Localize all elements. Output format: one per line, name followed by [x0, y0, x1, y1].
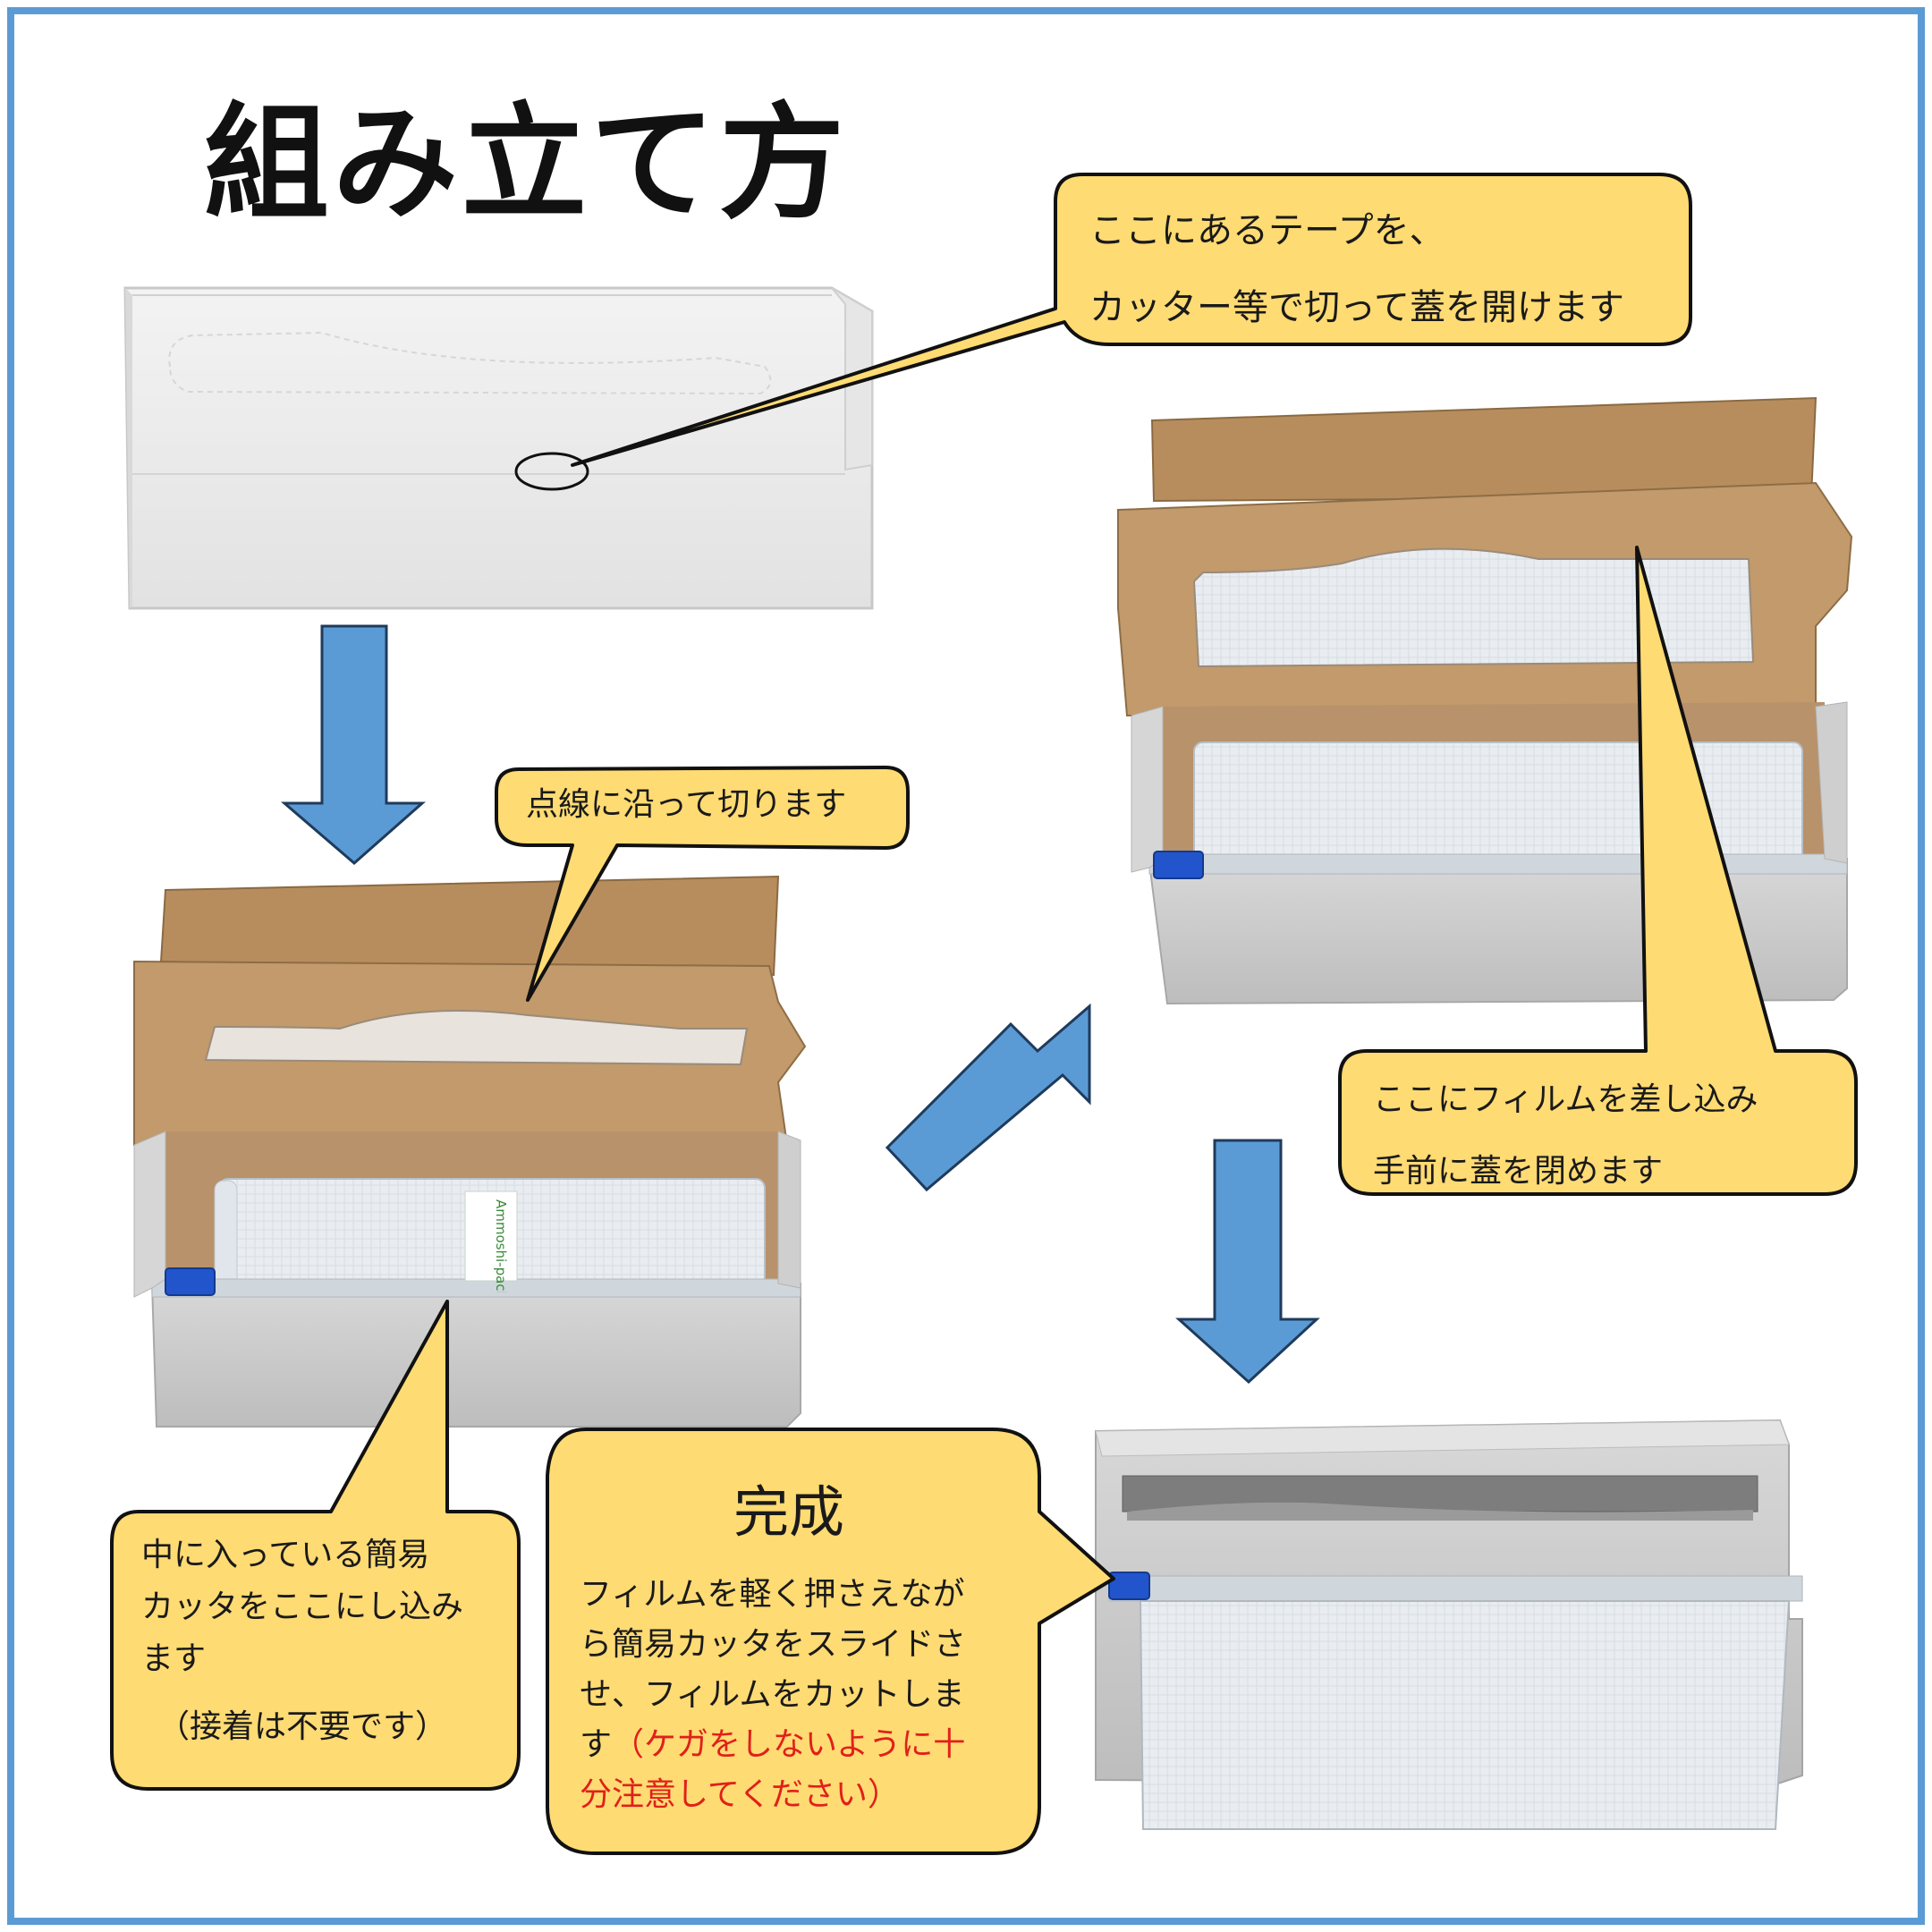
bubble-line: カッター等で切って蓋を開けます	[1089, 287, 1624, 328]
bubble-line: ここにあるテープを、	[1089, 210, 1445, 251]
bubble-line-mixed: す（ケガをしないように十	[580, 1720, 966, 1770]
page-frame	[7, 7, 1925, 1925]
bubble-line: ここにフィルムを差し込み	[1373, 1081, 1758, 1118]
bubble-complete-heading: 完成	[733, 1479, 845, 1545]
bubble-open-box	[571, 173, 1692, 467]
finished-box	[1095, 1419, 1803, 1830]
bubble-line: フィルムを軽く押さえなが	[580, 1576, 965, 1613]
bubble-line: ます	[141, 1640, 207, 1677]
bubble-complete	[546, 1428, 1115, 1855]
arrow-up-right	[885, 1003, 1091, 1192]
bubble-line: 点線に沿って切ります	[526, 786, 847, 823]
bubble-line-end: す	[580, 1726, 613, 1763]
bubble-complete-text: フィルムを軽く押さえなが ら簡易カッタをスライドさ せ、フィルムをカットしま す…	[580, 1570, 966, 1820]
bubble-line: ら簡易カッタをスライドさ	[580, 1626, 967, 1663]
bubble-insert-film-text: ここにフィルムを差し込み 手前に蓋を閉めます	[1373, 1064, 1758, 1208]
warning-text: （ケガをしないように十	[612, 1726, 966, 1763]
arrow-down-1	[280, 624, 426, 865]
bubble-attach-cutter-text: 中に入っている簡易 カッタをここにし込み ます （接着は不要です）	[141, 1530, 463, 1753]
roll-brand-text: Ammoshi-pack	[493, 1199, 509, 1292]
bubble-cut-line-text: 点線に沿って切ります	[526, 783, 846, 827]
bubble-line: カッタをここにし込み	[141, 1589, 464, 1625]
bubble-insert-film	[1338, 546, 1858, 1196]
warning-text: 分注意してください）	[580, 1776, 900, 1813]
arrow-down-2	[1175, 1139, 1320, 1385]
bubble-line: 中に入っている簡易	[141, 1537, 430, 1573]
bubble-line: せ、フィルムをカットしま	[580, 1676, 965, 1713]
open-box-step-2	[133, 875, 807, 1428]
tape-marker	[514, 452, 589, 491]
bubble-open-box-text: ここにあるテープを、 カッター等で切って蓋を開けます	[1089, 192, 1624, 346]
roll-brand-label: Ammoshi-pack	[461, 1194, 523, 1300]
bubble-cut-line	[495, 766, 910, 1002]
bubble-line: 手前に蓋を閉めます	[1373, 1153, 1664, 1190]
page-title: 組み立て方	[204, 91, 849, 237]
cutter-piece-final	[1108, 1572, 1150, 1600]
cutter-piece-3	[1153, 851, 1204, 879]
bubble-attach-cutter	[110, 1300, 521, 1791]
bubble-line: （接着は不要です）	[157, 1708, 448, 1745]
cutter-piece	[165, 1267, 216, 1296]
